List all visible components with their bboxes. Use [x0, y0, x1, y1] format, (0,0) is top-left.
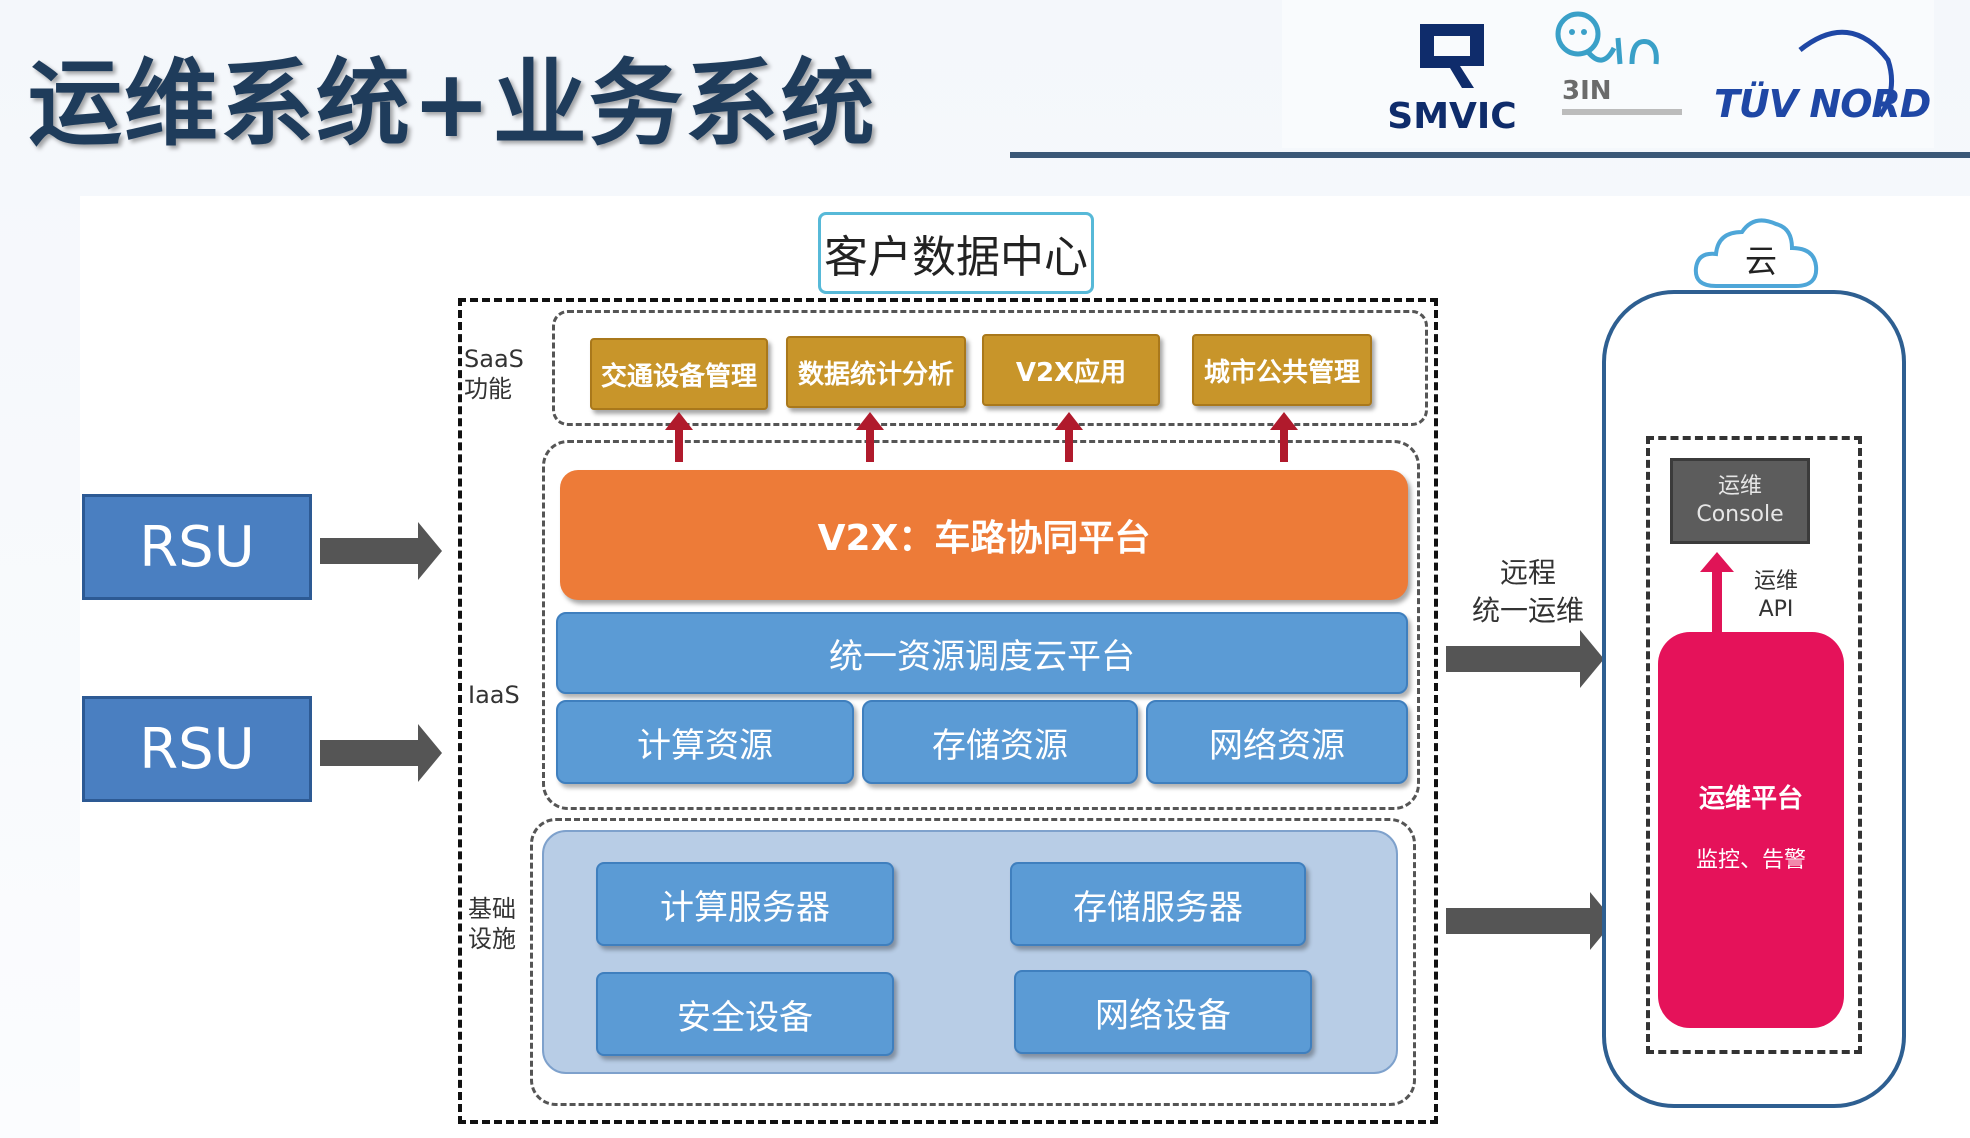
arrow-right-icon [320, 522, 442, 580]
cloud-icon [1693, 218, 1819, 288]
saas-app-traffic-device: 交通设备管理 [590, 338, 768, 410]
slide-title: 运维系统+业务系统 [28, 50, 877, 159]
up-arrow-icon [856, 412, 884, 462]
ops-platform-functions: 监控、告警 [1695, 848, 1806, 873]
saas-app-v2x: V2X应用 [982, 334, 1160, 406]
cloud-inner-boundary [1646, 436, 1862, 1054]
arrow-right-icon [1446, 892, 1614, 950]
compute-server: 计算服务器 [596, 862, 894, 946]
infra-boundary [530, 818, 1416, 1106]
ops-api-label: 运维 API [1754, 569, 1799, 622]
logo-strip [1282, 0, 1934, 148]
arrow-right-icon [1446, 630, 1604, 688]
storage-resources: 存储资源 [862, 700, 1138, 784]
cloud-label: 云 [1744, 242, 1777, 280]
rsu-box-2: RSU [82, 696, 312, 802]
tuv-logo-icon [1798, 29, 1895, 118]
3in-logo-tagline-icon [1562, 109, 1682, 115]
3in-logo-icon [1555, 11, 1659, 65]
network-device: 网络设备 [1014, 970, 1312, 1054]
datacenter-label: 客户数据中心 [818, 212, 1094, 294]
iaas-boundary [542, 440, 1420, 810]
3in-logo-text: 3IN [1562, 76, 1612, 106]
network-resources: 网络资源 [1146, 700, 1408, 784]
ops-platform: 运维平台 监控、告警 [1658, 632, 1844, 1028]
remote-ops-label: 远程 统一运维 [1471, 556, 1584, 627]
up-arrow-icon [1055, 412, 1083, 462]
smvic-logo-icon [1420, 24, 1484, 88]
cloud-scheduler: 统一资源调度云平台 [556, 612, 1408, 694]
saas-boundary [552, 310, 1428, 426]
saas-app-data-analytics: 数据统计分析 [786, 336, 966, 408]
datacenter-boundary [458, 298, 1438, 1124]
header-divider [1010, 152, 1970, 158]
v2x-platform: V2X：车路协同平台 [560, 470, 1408, 600]
saas-app-city-management: 城市公共管理 [1192, 334, 1372, 406]
up-arrow-icon [1700, 552, 1734, 632]
smvic-logo-text: SMVIC [1387, 96, 1517, 137]
arrow-right-icon [320, 724, 442, 782]
up-arrow-icon [665, 412, 693, 462]
ops-platform-title: 运维平台 [1698, 784, 1803, 814]
up-arrow-icon [1270, 412, 1298, 462]
layer-label-saas: SaaS 功能 [464, 345, 524, 403]
security-device: 安全设备 [596, 972, 894, 1056]
tuv-logo-text: TÜV NORD [1714, 82, 1931, 126]
layer-label-iaas: IaaS [468, 681, 520, 709]
rsu-box-1: RSU [82, 494, 312, 600]
storage-server: 存储服务器 [1010, 862, 1306, 946]
layer-label-infra: 基础 设施 [468, 895, 516, 953]
compute-resources: 计算资源 [556, 700, 854, 784]
ops-console: 运维 Console [1670, 458, 1810, 544]
